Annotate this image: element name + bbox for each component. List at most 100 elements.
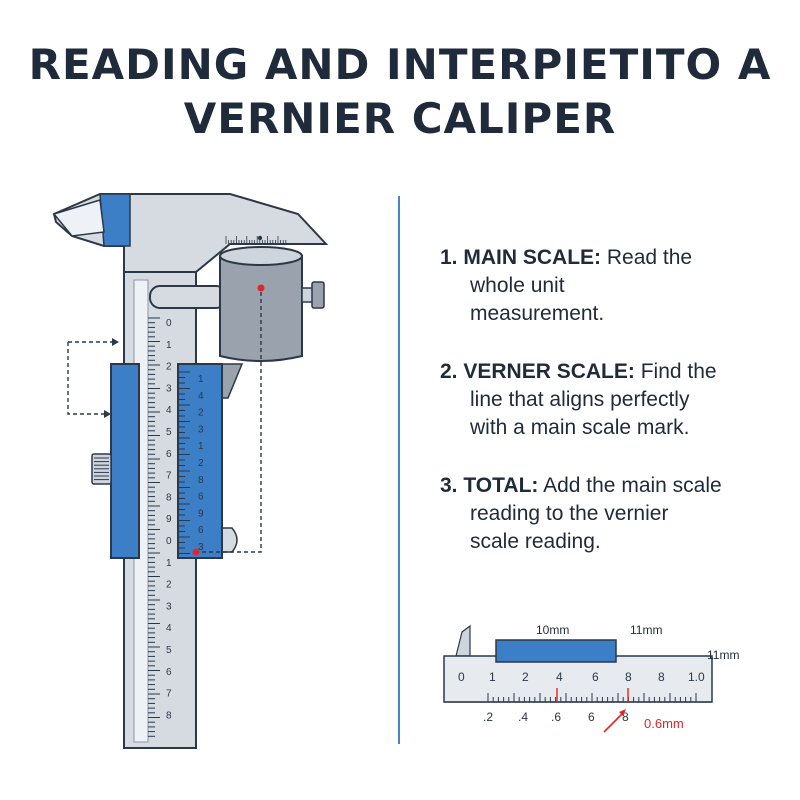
vernier-scale-digits: 1 4 2 3 1 2 8 6 9 6 3 bbox=[198, 374, 204, 553]
zoom-main-number: 4 bbox=[556, 670, 563, 684]
callout-arrow-top bbox=[112, 338, 119, 346]
title-line-2: VERNIER CALIPER bbox=[183, 94, 617, 143]
step-3-line-2: reading to the vernier bbox=[470, 502, 669, 525]
title-line-1: READING AND INTERPIETITO A bbox=[28, 40, 772, 89]
vernier-scale-digit: 9 bbox=[198, 508, 204, 519]
step-main-scale: 1. MAIN SCALE: Read the whole unit measu… bbox=[440, 244, 780, 328]
zoom-label-right: 11mm bbox=[630, 623, 662, 637]
alignment-marker bbox=[192, 548, 200, 556]
callout-arrow-bottom bbox=[104, 410, 111, 418]
zoom-main-scale bbox=[443, 655, 713, 703]
vernier-scale-digit: 2 bbox=[198, 458, 204, 469]
main-scale-digit: 4 bbox=[166, 623, 172, 634]
step-1-line-3: measurement. bbox=[470, 302, 605, 325]
zoom-main-number: 0 bbox=[458, 670, 465, 684]
caliper-illustration: 0 1 2 3 4 5 6 7 8 9 0 1 2 3 4 5 6 7 8 1 4 2 3 1 2 8 6 9 6 3 bbox=[52, 193, 329, 749]
dial-dot bbox=[257, 235, 263, 241]
drum-knob bbox=[311, 281, 325, 309]
zoom-vernier-number: .6 bbox=[551, 710, 561, 724]
main-scale-digit: 5 bbox=[166, 645, 172, 656]
step-1-heading: MAIN SCALE: bbox=[463, 246, 602, 269]
main-scale-digit: 7 bbox=[166, 471, 172, 482]
step-2-text: Find the bbox=[640, 360, 717, 383]
page-title: READING AND INTERPIETITO A VERNIER CALIP… bbox=[0, 38, 800, 146]
step-vernier-scale: 2. VERNER SCALE: Find the line that alig… bbox=[440, 358, 780, 442]
vernier-scale-digit: 6 bbox=[198, 525, 204, 536]
zoom-main-number: 2 bbox=[522, 670, 529, 684]
slide-left bbox=[110, 363, 140, 559]
thumb-wheel-ridges bbox=[94, 457, 109, 481]
main-scale-digit: 8 bbox=[166, 710, 172, 721]
main-scale-digit: 0 bbox=[166, 318, 172, 329]
callout-dash-right bbox=[196, 292, 262, 553]
result-label: 0.6mm bbox=[644, 716, 684, 731]
main-scale-digits: 0 1 2 3 4 5 6 7 8 9 0 1 2 3 4 5 6 7 8 bbox=[166, 318, 172, 721]
zoom-label-side: 11mm bbox=[707, 648, 739, 662]
main-scale-ticks bbox=[148, 317, 160, 737]
step-1-number: 1. bbox=[440, 246, 458, 269]
main-scale-digit: 8 bbox=[166, 492, 172, 503]
step-1-line-2: whole unit bbox=[470, 274, 565, 297]
zoom-main-number: 8 bbox=[625, 670, 632, 684]
jaw-accent bbox=[99, 193, 131, 247]
zoom-main-number: 6 bbox=[592, 670, 599, 684]
main-scale-digit: 7 bbox=[166, 689, 172, 700]
zoom-vernier-numbers: .2 .4 .6 6 8 bbox=[483, 710, 629, 724]
zoom-vernier-number: .4 bbox=[518, 710, 528, 724]
zoom-main-numbers: 0 1 2 4 6 8 8 1.0 bbox=[458, 670, 705, 684]
main-scale-digit: 0 bbox=[166, 536, 172, 547]
result-arrow-head bbox=[619, 709, 626, 716]
vernier-scale-digit: 3 bbox=[198, 542, 204, 553]
main-scale-digit: 2 bbox=[166, 362, 172, 373]
main-scale-digit: 9 bbox=[166, 514, 172, 525]
vernier-scale-digit: 1 bbox=[198, 374, 204, 385]
zoom-jaw bbox=[455, 624, 471, 657]
vernier-slide[interactable] bbox=[177, 363, 223, 559]
main-scale-digit: 1 bbox=[166, 340, 172, 351]
main-scale-digit: 1 bbox=[166, 558, 172, 569]
step-total: 3. TOTAL: Add the main scale reading to … bbox=[440, 472, 780, 556]
zoom-main-number: 1.0 bbox=[688, 670, 705, 684]
step-2-line-3: with a main scale mark. bbox=[470, 416, 690, 439]
step-2-heading: VERNER SCALE: bbox=[463, 360, 635, 383]
vernier-scale-digit: 8 bbox=[198, 475, 204, 486]
vernier-scale-digit: 1 bbox=[198, 441, 204, 452]
zoom-vernier-number: .2 bbox=[483, 710, 493, 724]
callout-dash-left bbox=[67, 342, 106, 415]
column-divider bbox=[398, 196, 400, 744]
drum-marker bbox=[257, 284, 265, 292]
zoom-vernier-slide bbox=[495, 639, 617, 663]
result-arrow bbox=[603, 711, 625, 733]
vernier-scale-digit: 4 bbox=[198, 391, 204, 402]
main-scale-digit: 3 bbox=[166, 601, 172, 612]
zoom-vernier-number: 8 bbox=[622, 710, 629, 724]
step-3-number: 3. bbox=[440, 474, 458, 497]
zoom-vernier-number: 6 bbox=[588, 710, 595, 724]
zoom-main-number: 1 bbox=[489, 670, 496, 684]
step-2-number: 2. bbox=[440, 360, 458, 383]
thumb-bar bbox=[149, 285, 227, 309]
main-scale-digit: 2 bbox=[166, 580, 172, 591]
zoom-label-left: 10mm bbox=[536, 623, 569, 637]
step-1-text: Read the bbox=[606, 246, 693, 269]
vernier-scale-digit: 2 bbox=[198, 408, 204, 419]
steps-list: 1. MAIN SCALE: Read the whole unit measu… bbox=[440, 244, 780, 586]
dial-ticks bbox=[225, 236, 287, 244]
main-scale-digit: 5 bbox=[166, 427, 172, 438]
step-3-text: Add the main scale bbox=[543, 474, 722, 497]
flange bbox=[221, 363, 244, 399]
jaw-tip bbox=[52, 199, 105, 237]
step-3-line-3: scale reading. bbox=[470, 530, 601, 553]
main-scale-digit: 3 bbox=[166, 383, 172, 394]
vernier-scale-digit: 6 bbox=[198, 492, 204, 503]
step-3-heading: TOTAL: bbox=[463, 474, 539, 497]
zoom-ticks bbox=[487, 688, 697, 702]
drum-top bbox=[219, 246, 303, 266]
vernier-scale-ticks bbox=[178, 371, 190, 554]
main-scale-digit: 4 bbox=[166, 405, 172, 416]
step-2-line-2: line that aligns perfectly bbox=[470, 388, 690, 411]
vernier-scale-digit: 3 bbox=[198, 424, 204, 435]
zoom-main-number: 8 bbox=[658, 670, 665, 684]
main-scale-digit: 6 bbox=[166, 449, 172, 460]
main-scale-digit: 6 bbox=[166, 667, 172, 678]
